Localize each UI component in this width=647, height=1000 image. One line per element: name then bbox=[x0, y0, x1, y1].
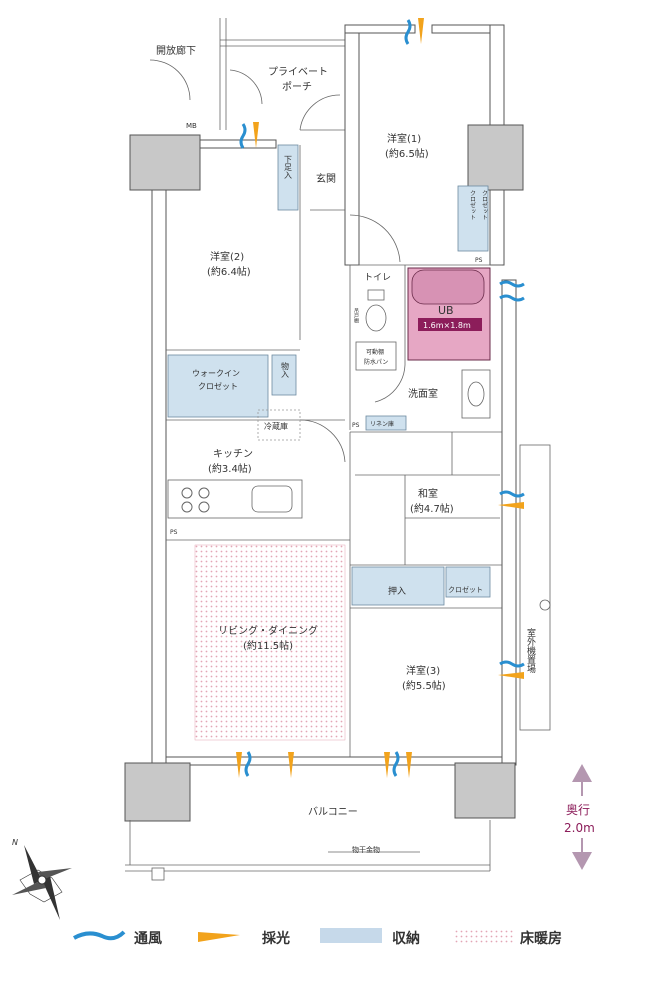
ub-size-label: 1.6m×1.8m bbox=[423, 321, 471, 330]
tatami-lines bbox=[355, 432, 500, 565]
washitsu-name: 和室 bbox=[418, 487, 438, 500]
fridge-label: 冷蔵庫 bbox=[264, 421, 288, 431]
western3-size: (約5.5帖) bbox=[402, 679, 446, 692]
ub-label: UB bbox=[438, 304, 454, 317]
legend-label-floorheating: 床暖房 bbox=[520, 930, 562, 947]
legend-label-storage: 収納 bbox=[392, 930, 420, 947]
closet-vertical-2: クロゼット bbox=[481, 190, 488, 220]
washing-pan bbox=[355, 341, 397, 371]
ld-size: (約11.5帖) bbox=[243, 639, 293, 652]
porch-label-2: ポーチ bbox=[282, 81, 312, 93]
toilet-label: トイレ bbox=[364, 273, 391, 283]
kitchen-counter bbox=[167, 479, 303, 519]
outer-walls bbox=[124, 24, 524, 822]
ub-size-badge bbox=[418, 318, 482, 331]
washpan-label-2: 防水パン bbox=[364, 358, 388, 366]
linen-storage bbox=[365, 415, 407, 431]
western2-name: 洋室(2) bbox=[210, 250, 244, 263]
balcony-area bbox=[125, 444, 551, 881]
oshiire-label: 押入 bbox=[388, 585, 406, 597]
washbasin bbox=[461, 369, 491, 419]
washitsu-size: (約4.7帖) bbox=[410, 502, 454, 515]
ps-label-3: PS bbox=[170, 529, 178, 536]
corridor-label: 開放廊下 bbox=[156, 44, 196, 57]
corridor-area bbox=[149, 18, 345, 131]
kitchen-size: (約3.4帖) bbox=[208, 462, 252, 475]
depth-arrow bbox=[558, 764, 606, 870]
balcony-label: バルコニー bbox=[308, 806, 358, 818]
oshiire-storage bbox=[351, 566, 445, 606]
compass-north-label: N bbox=[12, 838, 18, 847]
kitchen-name: キッチン bbox=[213, 448, 253, 460]
drying-label: 物干金物 bbox=[352, 845, 380, 854]
entrance-label: 玄関 bbox=[316, 172, 336, 185]
interior-walls bbox=[166, 145, 502, 757]
walkin-closet bbox=[167, 354, 269, 418]
shoe-label: 下足入 bbox=[284, 155, 293, 179]
depth-label: 奥行 bbox=[566, 803, 590, 817]
western3-name: 洋室(3) bbox=[406, 664, 440, 677]
walkin-label-2: クロゼット bbox=[198, 381, 238, 391]
legend-label-daylight: 採光 bbox=[262, 930, 290, 947]
storage-kitchen bbox=[271, 354, 297, 396]
closet-vertical-1: クロゼット bbox=[469, 190, 476, 220]
closet-room1 bbox=[457, 185, 489, 252]
bathtub bbox=[411, 269, 485, 305]
mb-label: MB bbox=[186, 122, 197, 130]
linen-label: リネン庫 bbox=[370, 420, 394, 428]
floor-heating-area bbox=[194, 544, 346, 741]
depth-value: 2.0m bbox=[564, 821, 595, 835]
legend-label-ventilation: 通風 bbox=[134, 931, 162, 947]
ventilation-daylight-markers bbox=[236, 18, 525, 778]
floorheating-legend-icon bbox=[455, 928, 513, 943]
ps-label-1: PS bbox=[475, 257, 483, 264]
ventilation-legend-icon bbox=[73, 930, 126, 941]
closet-label: クロゼット bbox=[448, 585, 483, 594]
outdoor-unit-label: 室外機置場 bbox=[525, 627, 536, 674]
porch-label-1: プライベート bbox=[268, 66, 328, 78]
compass-icon bbox=[12, 845, 72, 920]
washroom-label: 洗面室 bbox=[408, 387, 438, 400]
western1-size: (約6.5帖) bbox=[385, 147, 429, 160]
walkin-label-1: ウォークイン bbox=[192, 369, 240, 378]
washpan-label-1: 可動棚 bbox=[366, 348, 384, 356]
toilet-fixture bbox=[365, 289, 387, 332]
shoe-storage bbox=[277, 144, 299, 211]
toilet-shelf-label: 吊戸棚 bbox=[353, 308, 359, 324]
legend bbox=[73, 928, 513, 943]
ps-label-2: PS bbox=[352, 422, 360, 429]
ld-name: リビング・ダイニング bbox=[218, 624, 318, 637]
western2-size: (約6.4帖) bbox=[207, 265, 251, 278]
fridge-space bbox=[257, 409, 301, 441]
storage-label: 物入 bbox=[281, 361, 290, 378]
daylight-legend-icon bbox=[198, 932, 240, 942]
storage-legend-icon bbox=[320, 928, 382, 943]
western1-name: 洋室(1) bbox=[387, 132, 421, 145]
closet-room3 bbox=[445, 566, 491, 598]
